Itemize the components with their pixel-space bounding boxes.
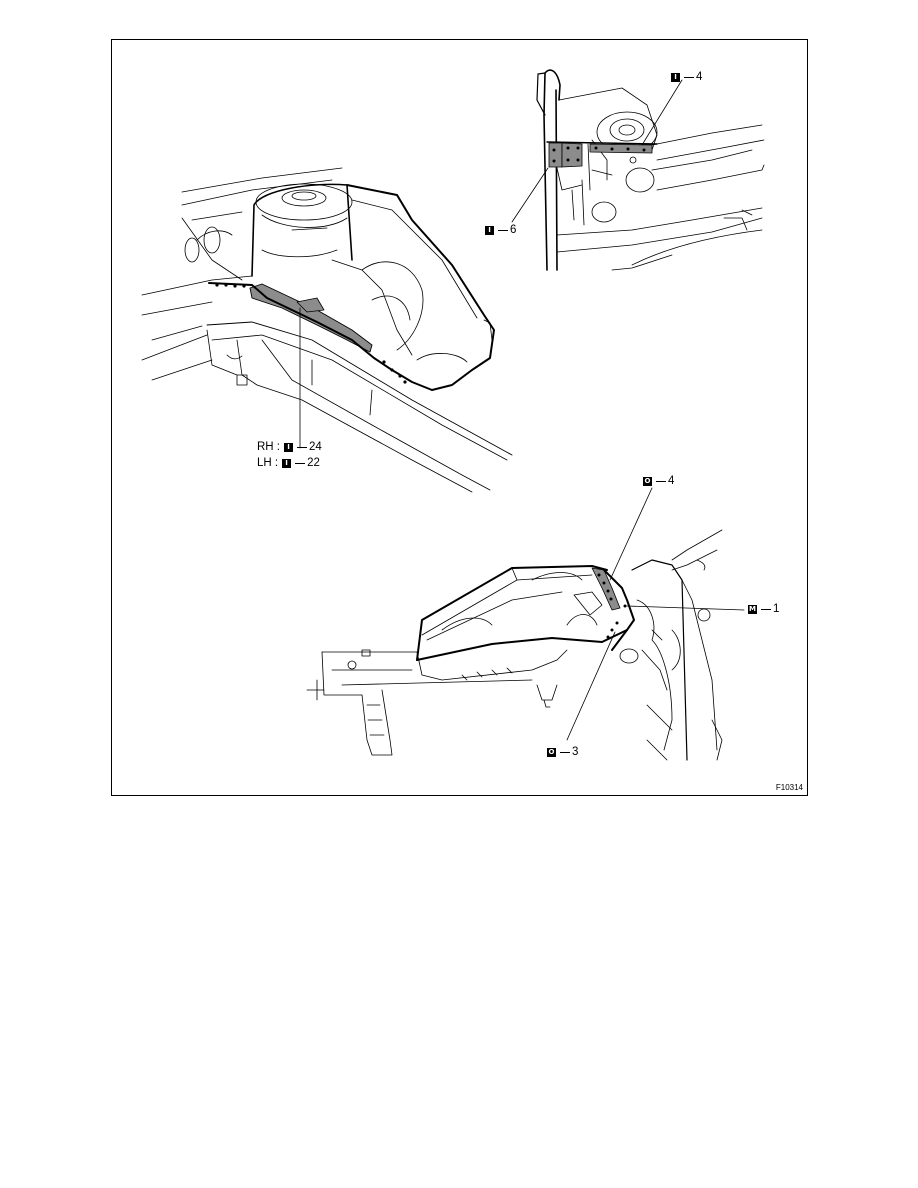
callout-number: 4 [696, 71, 703, 83]
spot-weld-symbol-icon: I [284, 443, 293, 452]
callout-dash [498, 230, 508, 231]
callout-number: 6 [510, 224, 517, 236]
callout-rh-i-24: RH : I 24 [257, 441, 322, 454]
body-panel-illustration [141, 69, 765, 761]
callout-o-4-bottom: O 4 [641, 475, 674, 488]
callout-number: 4 [668, 475, 675, 487]
spot-weld-symbol-icon: I [485, 226, 494, 235]
top-right-front-view [511, 69, 765, 271]
callout-dash [761, 609, 771, 610]
callout-i-6: I 6 [483, 224, 516, 237]
callout-lh-i-22: LH : I 22 [257, 457, 320, 470]
callout-dash [297, 447, 307, 448]
callout-o-3: O 3 [545, 746, 578, 759]
callout-side: LH : [257, 457, 279, 469]
figure-code: F10314 [775, 783, 803, 792]
callout-dash [560, 752, 570, 753]
callout-i-4-top: I 4 [669, 71, 702, 84]
callout-number: 22 [307, 457, 320, 469]
mig-weld-symbol-icon: M [748, 605, 757, 614]
callout-number: 3 [572, 746, 579, 758]
spot-weld-symbol-icon: I [282, 459, 292, 468]
left-strut-tower-view [141, 167, 513, 493]
figure-frame: I 4 I 6 RH : I 24 LH : I 22 O 4 M 1 O 3 … [111, 39, 808, 796]
arc-weld-symbol-icon: O [643, 477, 652, 486]
spot-weld-symbol-icon: I [671, 73, 680, 82]
callout-number: 24 [309, 441, 322, 453]
callout-dash [295, 463, 306, 464]
callout-side: RH : [257, 441, 280, 453]
callout-dash [656, 481, 666, 482]
callout-number: 1 [773, 603, 780, 615]
callout-dash [684, 77, 694, 78]
bottom-side-view [306, 487, 745, 761]
arc-weld-symbol-icon: O [547, 748, 556, 757]
callout-m-1: M 1 [746, 603, 779, 616]
